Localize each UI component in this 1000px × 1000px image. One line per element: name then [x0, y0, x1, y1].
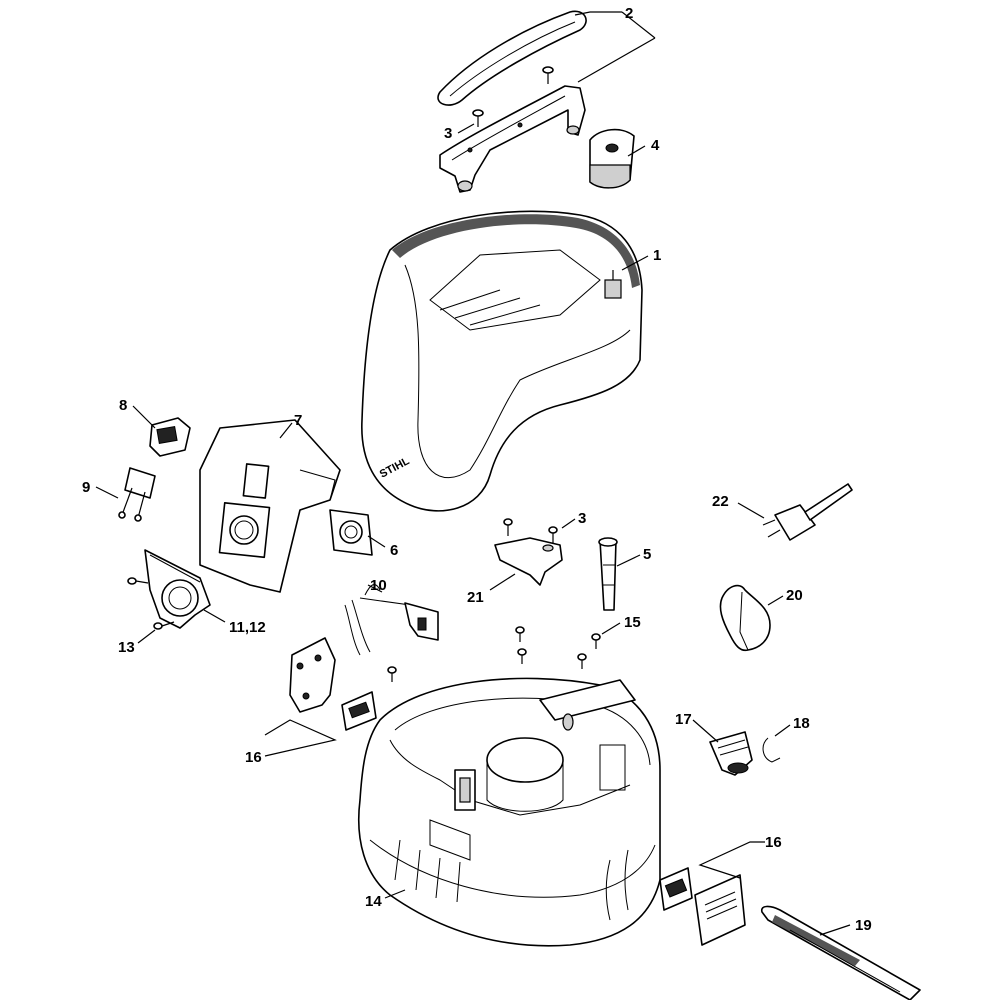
callout-22[interactable]: 22 — [712, 493, 729, 510]
part-screw[interactable] — [577, 653, 587, 669]
part-clip[interactable] — [709, 731, 753, 776]
callout-21[interactable]: 21 — [467, 589, 484, 606]
part-top-housing[interactable]: STIHL — [361, 210, 643, 512]
part-screw[interactable] — [153, 621, 175, 630]
part-handle-grip[interactable] — [437, 10, 587, 106]
part-knob[interactable] — [589, 128, 635, 189]
callout-10[interactable]: 10 — [370, 577, 387, 594]
callout-15[interactable]: 15 — [624, 614, 641, 631]
part-cover-plate[interactable] — [289, 637, 336, 713]
part-screw[interactable] — [591, 633, 601, 649]
part-filter-rail[interactable] — [760, 905, 921, 1000]
callout-2[interactable]: 2 — [625, 5, 633, 22]
callout-20[interactable]: 20 — [786, 587, 803, 604]
part-screw[interactable] — [548, 526, 558, 543]
callout-16[interactable]: 16 — [245, 749, 262, 766]
part-cover-plate[interactable] — [694, 874, 746, 946]
part-flap[interactable] — [719, 584, 771, 652]
callout-14[interactable]: 14 — [365, 893, 382, 910]
callout-8[interactable]: 8 — [119, 397, 127, 414]
callout-1[interactable]: 1 — [653, 247, 661, 264]
callout-19[interactable]: 19 — [855, 917, 872, 934]
callout-3[interactable]: 3 — [578, 510, 586, 527]
part-screw[interactable] — [387, 666, 397, 682]
leader-lines — [95, 11, 851, 936]
part-screw[interactable] — [517, 648, 527, 664]
part-handle-bracket[interactable] — [439, 85, 586, 193]
callout-9[interactable]: 9 — [82, 479, 90, 496]
callout-3[interactable]: 3 — [444, 125, 452, 142]
callouts: 2 3 4 1 8 7 9 6 22 3 5 10 21 20 11,12 13… — [82, 5, 872, 934]
part-spring[interactable] — [762, 737, 781, 763]
callout-6[interactable]: 6 — [390, 542, 398, 559]
part-screw[interactable] — [503, 518, 513, 536]
part-screw[interactable] — [515, 626, 525, 642]
part-switch[interactable] — [149, 417, 191, 457]
callout-11-12[interactable]: 11,12 — [229, 619, 266, 636]
part-screw[interactable] — [542, 66, 554, 84]
part-screw[interactable] — [127, 577, 149, 585]
callout-17[interactable]: 17 — [675, 711, 692, 728]
callout-16[interactable]: 16 — [765, 834, 782, 851]
part-motor-mount[interactable] — [144, 549, 211, 629]
part-control-panel-cover[interactable] — [199, 419, 341, 593]
callout-13[interactable]: 13 — [118, 639, 135, 656]
part-capacitor[interactable] — [118, 467, 156, 522]
callout-5[interactable]: 5 — [643, 546, 651, 563]
part-cord-clamp[interactable] — [494, 537, 563, 586]
part-latch[interactable] — [341, 691, 377, 731]
part-strain-relief[interactable] — [598, 537, 618, 611]
part-socket-plate[interactable] — [329, 509, 373, 556]
callout-18[interactable]: 18 — [793, 715, 810, 732]
part-screw[interactable] — [472, 109, 484, 127]
part-latch[interactable] — [659, 867, 693, 911]
callout-4[interactable]: 4 — [651, 137, 660, 154]
part-wire-harness[interactable] — [344, 584, 439, 656]
callout-7[interactable]: 7 — [294, 412, 302, 429]
part-power-plug[interactable] — [762, 483, 853, 541]
part-base-housing[interactable] — [357, 677, 661, 947]
